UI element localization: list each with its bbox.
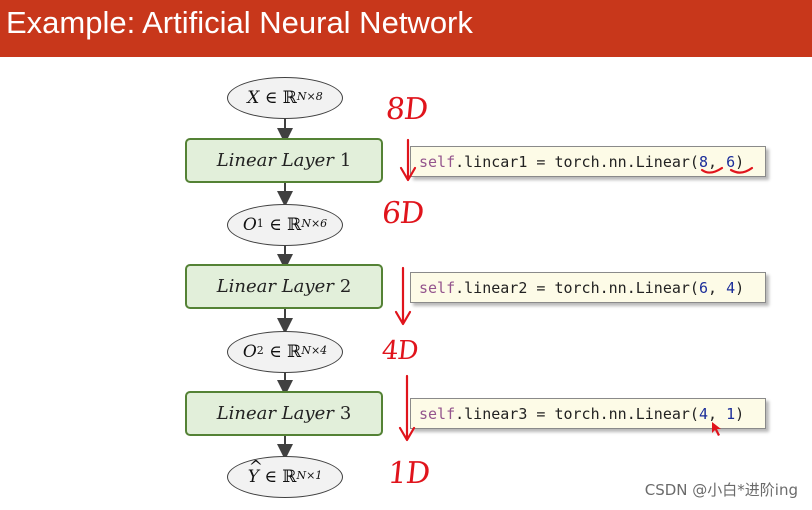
code-self: self: [419, 404, 456, 423]
handwritten-6d: 6D: [380, 196, 425, 231]
node-dims: N×1: [296, 468, 323, 482]
code-arg-out: 4: [726, 278, 736, 297]
node-var: Y^: [247, 457, 263, 487]
node-dims: N×6: [301, 216, 328, 230]
code-arg-in: 6: [698, 278, 708, 297]
code-close: ): [735, 152, 745, 171]
linear-layer-2: Linear Layer 2: [185, 264, 383, 309]
code-close: ): [735, 278, 745, 297]
title-bar: Example: Artificial Neural Network: [0, 0, 812, 57]
layer-name: Linear Layer: [216, 403, 334, 424]
slide-title: Example: Artificial Neural Network: [6, 5, 473, 40]
handwritten-8d: 8D: [384, 92, 429, 127]
node-var: X: [247, 88, 260, 108]
layer-name: Linear Layer: [216, 276, 334, 297]
code-line-linear2: self.linear2 = torch.nn.Linear(6, 4): [410, 272, 766, 303]
code-self: self: [419, 152, 456, 171]
code-arg-in: 4: [698, 404, 708, 423]
code-self: self: [419, 278, 456, 297]
code-sep: ,: [708, 152, 727, 171]
code-sep: ,: [708, 404, 727, 423]
node-var: O: [242, 215, 257, 235]
code-close: ): [735, 404, 745, 423]
code-arg-out: 6: [726, 152, 736, 171]
handwritten-1d: 1D: [386, 456, 431, 491]
layer-index: 3: [339, 403, 352, 424]
red-down-arrow-2: [394, 266, 412, 326]
code-body: .linear2 = torch.nn.Linear(: [455, 278, 699, 297]
handwritten-4d: 4D: [380, 336, 419, 366]
code-line-linear3: self.linear3 = torch.nn.Linear(4, 1): [410, 398, 766, 429]
code-body: .lincar1 = torch.nn.Linear(: [455, 152, 699, 171]
linear-layer-1: Linear Layer 1: [185, 138, 383, 183]
csdn-watermark: CSDN @小白*进阶ing: [644, 481, 798, 499]
hat-mark: ^: [248, 457, 263, 477]
code-body: .linear3 = torch.nn.Linear(: [455, 404, 699, 423]
layer-name: Linear Layer: [216, 150, 334, 171]
layer-index: 1: [339, 150, 352, 171]
node-var: O: [242, 342, 257, 362]
node-sup: 1: [256, 216, 264, 230]
layer-index: 2: [339, 276, 352, 297]
node-dims: N×8: [296, 89, 323, 103]
code-sep: ,: [708, 278, 727, 297]
node-dims: N×4: [301, 343, 328, 357]
code-line-linear1: self.lincar1 = torch.nn.Linear(8, 6): [410, 146, 766, 177]
code-arg-out: 1: [726, 404, 736, 423]
node-sup: 2: [256, 343, 264, 357]
code-arg-in: 8: [698, 152, 708, 171]
linear-layer-3: Linear Layer 3: [185, 391, 383, 436]
